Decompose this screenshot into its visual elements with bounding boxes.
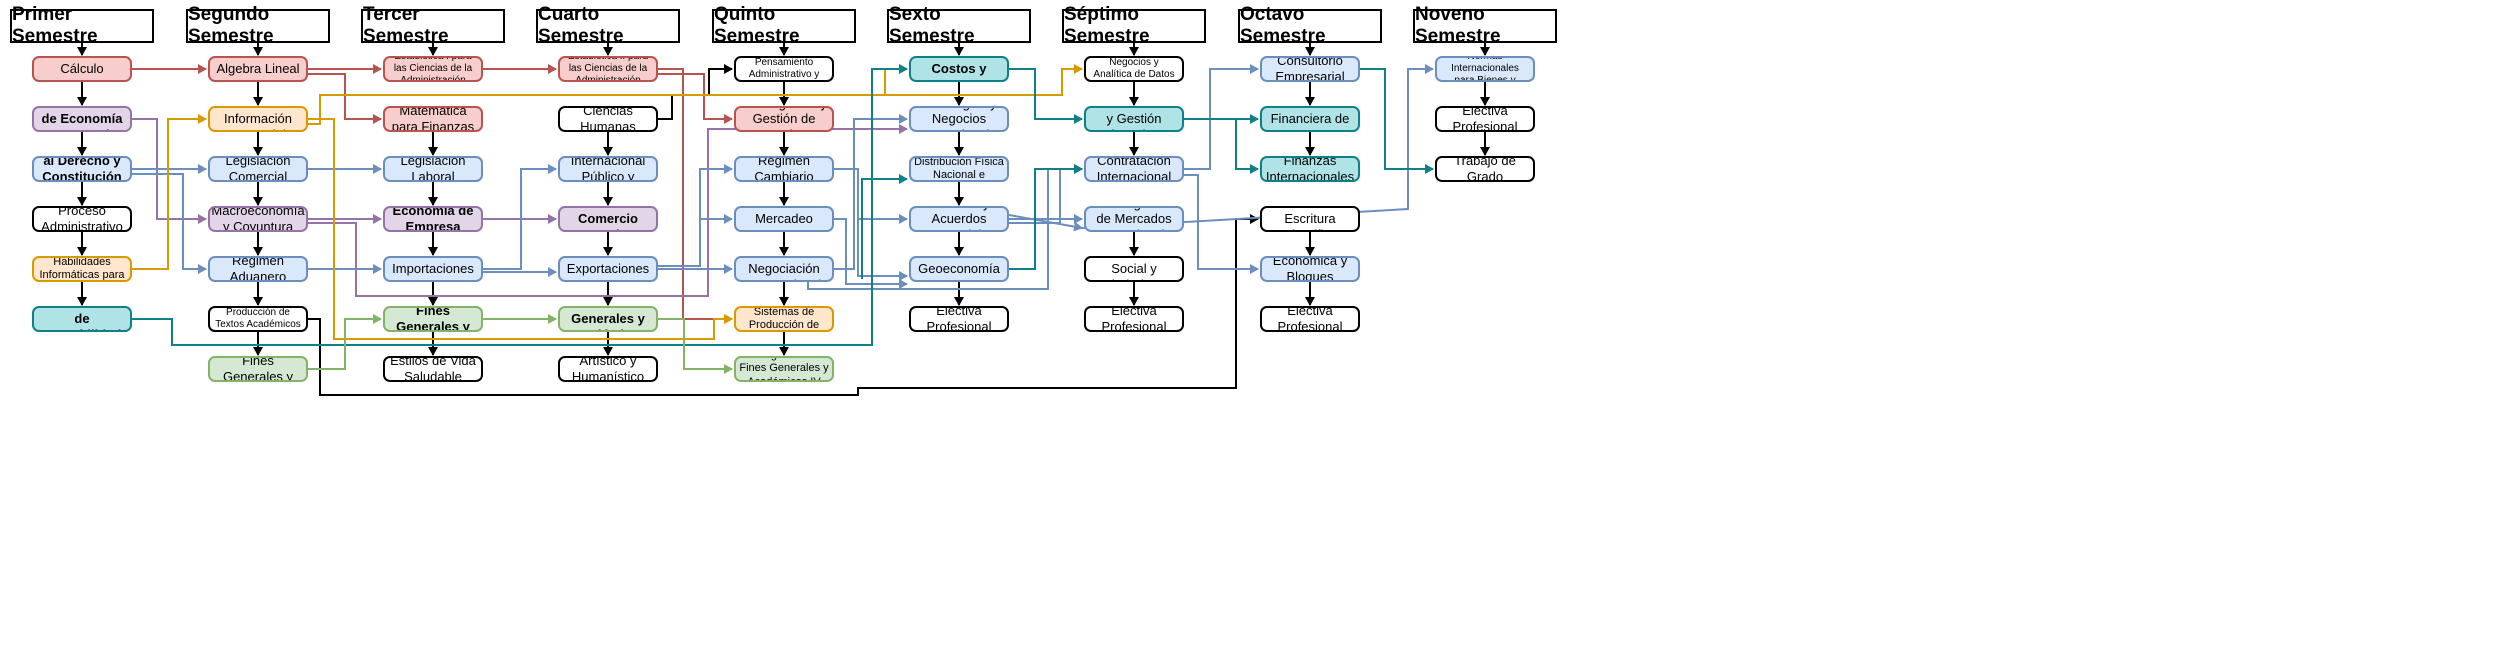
semester-header-2: Segundo Semestre xyxy=(186,4,330,47)
course-s9-trabajo[interactable]: Trabajo de Grado xyxy=(1435,156,1535,182)
course-s5-analisis-sist[interactable]: Análisis de los Sistemas de Producción d… xyxy=(734,306,834,332)
connector-teal-87 xyxy=(132,64,908,346)
course-s3-import[interactable]: Importaciones xyxy=(383,256,483,282)
connector-red-58 xyxy=(658,73,733,124)
connector-red-56 xyxy=(308,73,382,124)
course-s4-teoria-com[interactable]: Teoría de Comercio Exterior xyxy=(558,206,658,232)
course-s7-intelig[interactable]: Inteligencia de Negocios y Analítica de … xyxy=(1084,56,1184,82)
course-s2-legis-com[interactable]: Legislación Comercial xyxy=(208,156,308,182)
course-s2-macro[interactable]: Macroeconomía y Coyuntura xyxy=(208,206,308,232)
course-s3-estad1[interactable]: Estadística I para las Ciencias de la Ad… xyxy=(383,56,483,82)
course-s4-export[interactable]: Exportaciones xyxy=(558,256,658,282)
course-s6-estrat[interactable]: Estrategias y Negocios Internacionales xyxy=(909,106,1009,132)
course-s5-tecnicas[interactable]: Técnicas de Negociación Internacional xyxy=(734,256,834,282)
course-s7-electiva[interactable]: Electiva Profesional xyxy=(1084,306,1184,332)
connector-blue-82 xyxy=(1081,64,1434,229)
connector-black-52 xyxy=(308,214,1259,396)
connector-orange-83 xyxy=(132,114,207,270)
course-s6-costos[interactable]: Análisis de Costos y Presupuestos xyxy=(909,56,1009,82)
connector-blue-74 xyxy=(834,114,908,270)
course-s8-integracion[interactable]: Integración Económica y Bloques Comercia… xyxy=(1260,256,1360,282)
course-s8-electiva[interactable]: Electiva Profesional xyxy=(1260,306,1360,332)
connector-blue-78 xyxy=(1008,214,1083,232)
course-s5-lenguas[interactable]: Lenguas con Fines Generales y Académicos… xyxy=(734,356,834,382)
connector-orange-86 xyxy=(885,64,1083,96)
course-s6-tratados[interactable]: Tratados y Acuerdos Comerciales xyxy=(909,206,1009,232)
course-s5-invest-op[interactable]: Investigación y Gestión de Operaciones xyxy=(734,106,834,132)
connector-teal-92 xyxy=(1360,68,1434,174)
connector-red-57 xyxy=(658,68,733,324)
course-s2-ingles1[interactable]: Ingles con Fines Generales y Académicos … xyxy=(208,356,308,382)
connector-layer xyxy=(77,43,1490,396)
connector-teal-89 xyxy=(1009,164,1083,270)
course-s1-taller-hab[interactable]: Taller de Habilidades Informáticas para … xyxy=(32,256,132,282)
course-s7-invest-merc[interactable]: Investigación de Mercados Internacionale… xyxy=(1084,206,1184,232)
course-s4-artistico[interactable]: Artístico y Humanístico xyxy=(558,356,658,382)
course-s1-calculo[interactable]: Cálculo xyxy=(32,56,132,82)
connector-teal-88 xyxy=(1009,68,1083,124)
course-s8-eval-fin[interactable]: Evaluación Financiera de Proyectos xyxy=(1260,106,1360,132)
course-s3-legis-lab[interactable]: Legislación Laboral xyxy=(383,156,483,182)
connector-blue-73 xyxy=(834,218,908,289)
course-s5-reg-camb[interactable]: Régimen Cambiario xyxy=(734,156,834,182)
course-s8-consultorio[interactable]: Consultorio Empresarial xyxy=(1260,56,1360,82)
connector-teal-93 xyxy=(861,174,908,279)
semester-header-9: Noveno Semestre xyxy=(1413,4,1557,47)
connector-blue-67 xyxy=(483,164,557,270)
connector-green-96 xyxy=(658,318,733,374)
course-s1-fund-eco[interactable]: Fundamentos de Economía y Comercio xyxy=(32,106,132,132)
semester-header-6: Sexto Semestre xyxy=(887,4,1031,47)
connector-blue-72 xyxy=(834,168,908,281)
course-s3-ingles2[interactable]: Ingles con Fines Generales y Académicos … xyxy=(383,306,483,332)
course-s2-reg-adu[interactable]: Régimen Aduanero xyxy=(208,256,308,282)
course-s4-cienc-hum[interactable]: Ciencias Humanas xyxy=(558,106,658,132)
course-s2-algebra[interactable]: Algebra Lineal xyxy=(208,56,308,82)
course-s4-der-int[interactable]: Derecho Internacional Público y Privado xyxy=(558,156,658,182)
course-s7-contrat[interactable]: Contratación Internacional xyxy=(1084,156,1184,182)
semester-header-8: Octavo Semestre xyxy=(1238,4,1382,47)
course-s7-admin-fin[interactable]: Administración y Gestión Financiera xyxy=(1084,106,1184,132)
course-s4-estad2[interactable]: Estadística II para las Ciencias de la A… xyxy=(558,56,658,82)
course-s2-sist-info[interactable]: Sistemas de Información Gerencial xyxy=(208,106,308,132)
course-s9-electiva[interactable]: Electiva Profesional xyxy=(1435,106,1535,132)
connector-blue-70 xyxy=(658,164,733,267)
course-s9-requisitos[interactable]: Requisitos y Normas Internacionales para… xyxy=(1435,56,1535,82)
course-s8-taller-esc[interactable]: Taller de Escritura Científica xyxy=(1260,206,1360,232)
course-s1-proc-adm[interactable]: Proceso Administrativo xyxy=(32,206,132,232)
course-s8-finanzas-int[interactable]: Finanzas Internacionales xyxy=(1260,156,1360,182)
course-s3-eco-emp[interactable]: Economía de Empresa xyxy=(383,206,483,232)
connector-orange-84 xyxy=(308,118,733,340)
course-s6-geoeco[interactable]: Geoeconomía xyxy=(909,256,1009,282)
semester-header-4: Cuarto Semestre xyxy=(536,4,680,47)
connector-blue-77 xyxy=(1009,164,1083,224)
course-s3-estilos[interactable]: Estilos de Vida Saludable xyxy=(383,356,483,382)
semester-header-1: Primer Semestre xyxy=(10,4,154,47)
course-s5-humanismo[interactable]: Humanismo, Pensamiento Administrativo y … xyxy=(734,56,834,82)
connector-green-94 xyxy=(308,314,382,370)
course-s4-ingles3[interactable]: Ingles con Fines Generales y Académicos … xyxy=(558,306,658,332)
course-s3-mat-fin[interactable]: Matemática para Finanzas xyxy=(383,106,483,132)
course-s5-mercadeo[interactable]: Mercadeo xyxy=(734,206,834,232)
course-s1-fund-cont[interactable]: Fundamentos de Contabilidad xyxy=(32,306,132,332)
course-s7-formacion[interactable]: Formación Social y Ciudadana xyxy=(1084,256,1184,282)
connector-teal-91 xyxy=(1184,118,1259,174)
semester-header-7: Séptimo Semestre xyxy=(1062,4,1206,47)
connector-blue-64 xyxy=(132,173,207,274)
course-s6-electiva[interactable]: Electiva Profesional xyxy=(909,306,1009,332)
course-s6-logistica[interactable]: Logística y Distribución Física Nacional… xyxy=(909,156,1009,182)
course-s1-intro-der[interactable]: Introducción al Derecho y Constitución P… xyxy=(32,156,132,182)
semester-header-3: Tercer Semestre xyxy=(361,4,505,47)
course-s2-comprension[interactable]: Comprensión y Producción de Textos Acadé… xyxy=(208,306,308,332)
semester-header-5: Quinto Semestre xyxy=(712,4,856,47)
